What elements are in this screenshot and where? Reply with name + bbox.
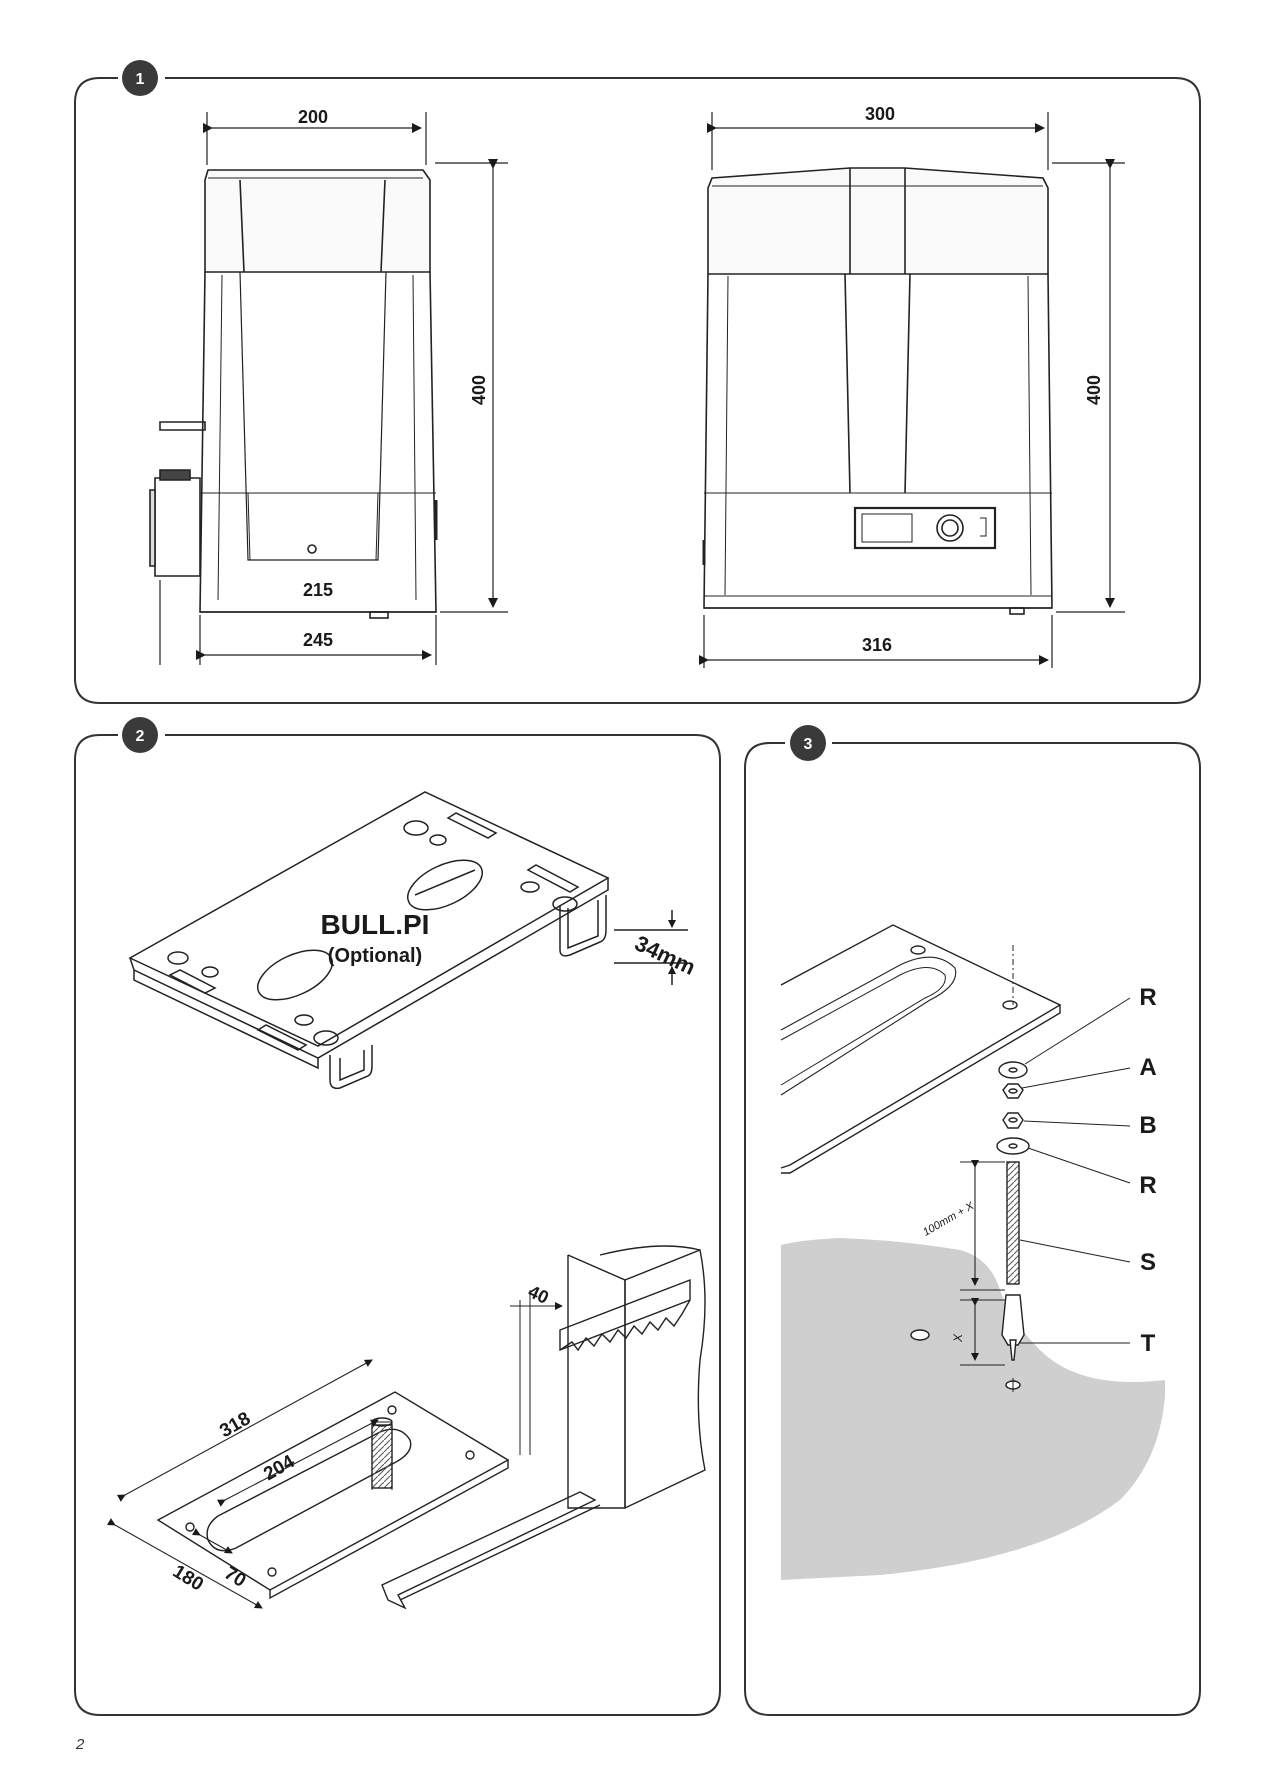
panel-3: 3 [744,725,1201,1716]
part-label-t: T [1141,1330,1156,1357]
panel-1-badge-number: 1 [136,71,145,88]
panel-1: 1 [74,60,1201,704]
panel-3-dimensions [960,1160,1005,1366]
side-height: 400 [469,375,489,405]
front-view-drawing [702,167,1053,615]
ground-area [781,1238,1165,1580]
dim-rack-offset: 40 [525,1281,552,1308]
part-leader-lines [1019,997,1131,1344]
part-label-s: S [1140,1249,1156,1276]
plate-title: BULL.PI [321,909,430,940]
side-view-dimensions [159,112,508,665]
side-width-base-inner: 215 [303,580,333,600]
panel-1-badge: 1 [122,60,158,96]
mounting-plate-drawing [106,1245,706,1610]
front-height: 400 [1084,375,1104,405]
base-plate-drawing [128,791,688,1090]
anchor-hardware-drawing [910,1061,1030,1392]
dim-anchor-depth: X [951,1333,965,1343]
part-label-r-top: R [1139,984,1156,1011]
panel-2: 2 [74,717,721,1716]
side-view-drawing [149,169,438,619]
dim-bolt-length: 100mm + X [921,1200,977,1239]
part-label-r-bottom: R [1139,1172,1156,1199]
panel-2-badge: 2 [122,717,158,753]
front-width-base: 316 [862,635,892,655]
side-width-top: 200 [298,107,328,127]
part-label-b: B [1139,1112,1156,1139]
plate-subtitle: (Optional) [328,945,422,967]
plate-height: 34mm [631,930,699,980]
front-width-top: 300 [865,104,895,124]
panel-3-badge: 3 [790,725,826,761]
page-number: 2 [76,1736,85,1753]
panel-3-badge-number: 3 [804,736,813,753]
front-view-dimensions [699,112,1125,668]
plate-section-drawing [780,924,1062,1174]
dim-length: 318 [216,1408,254,1442]
side-width-base: 245 [303,630,333,650]
part-label-a: A [1139,1054,1156,1081]
dim-width: 180 [169,1561,207,1596]
panel-2-badge-number: 2 [136,728,145,745]
